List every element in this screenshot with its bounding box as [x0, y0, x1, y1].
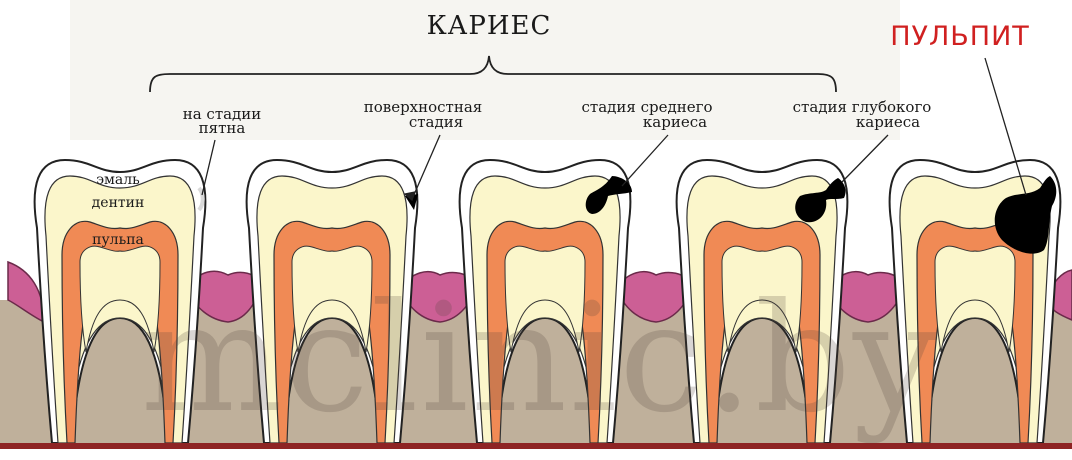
dentin-label: дентин [92, 195, 145, 211]
pulpitis-title: ПУЛЬПИТ [890, 21, 1030, 52]
caries-title: КАРИЕС [427, 11, 552, 41]
enamel-label: эмаль [96, 172, 140, 188]
pulp-label: пульпа [92, 232, 144, 248]
stage-label-deep-line2: кариеса [856, 113, 920, 131]
watermark: mclinic.by [140, 272, 939, 446]
stage-label-spot-line2: пятна [199, 119, 246, 137]
stage-label-middle-line2: кариеса [643, 113, 707, 131]
stage-label-surface-line2: стадия [409, 113, 463, 131]
